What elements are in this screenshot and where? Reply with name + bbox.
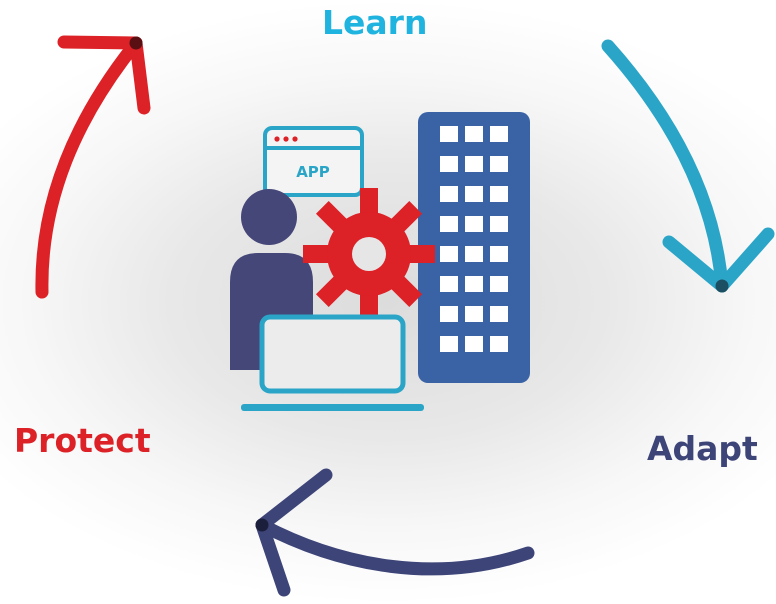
protect-label: Protect	[14, 421, 151, 460]
building-window	[465, 216, 483, 232]
gear-tooth	[303, 245, 333, 263]
laptop-icon	[241, 314, 424, 411]
building-window	[465, 126, 483, 142]
building-window	[440, 276, 458, 292]
building-window	[490, 156, 508, 172]
building-window	[440, 336, 458, 352]
central-illustration: APP	[230, 112, 530, 411]
gear-tooth	[360, 188, 378, 218]
gear-tooth	[405, 245, 435, 263]
arrow-learn-to-adapt-tip	[715, 279, 729, 293]
building-window	[440, 306, 458, 322]
building-window	[440, 216, 458, 232]
building-window	[440, 246, 458, 262]
building-window	[490, 306, 508, 322]
learn-label: Learn	[322, 3, 428, 42]
building-window	[465, 246, 483, 262]
building-window	[490, 276, 508, 292]
building-window	[465, 276, 483, 292]
building-window	[490, 246, 508, 262]
building-window	[440, 186, 458, 202]
gear-tooth	[360, 290, 378, 320]
building-window	[465, 186, 483, 202]
building-window	[465, 336, 483, 352]
building-window	[465, 306, 483, 322]
arrow-adapt-to-protect	[255, 468, 535, 597]
building-window	[490, 126, 508, 142]
arrow-adapt-to-protect-shaft	[255, 518, 535, 576]
building-window	[490, 186, 508, 202]
gear-icon	[303, 188, 435, 320]
building-window	[440, 126, 458, 142]
app-window-icon: APP	[263, 126, 364, 197]
building-window	[465, 156, 483, 172]
building-window	[440, 156, 458, 172]
building-window	[490, 336, 508, 352]
office-building-icon	[418, 112, 530, 383]
arrow-adapt-to-protect-tip	[255, 518, 269, 532]
arrow-learn-to-adapt-shaft	[601, 39, 729, 293]
arrow-protect-to-learn-tip	[129, 36, 143, 50]
arrow-protect-to-learn-shaft	[35, 36, 143, 299]
arrow-protect-to-learn	[35, 35, 151, 299]
building-window	[490, 216, 508, 232]
arrow-learn-to-adapt	[601, 39, 775, 293]
adapt-label: Adapt	[647, 429, 758, 468]
app-window-text: APP	[296, 163, 330, 181]
